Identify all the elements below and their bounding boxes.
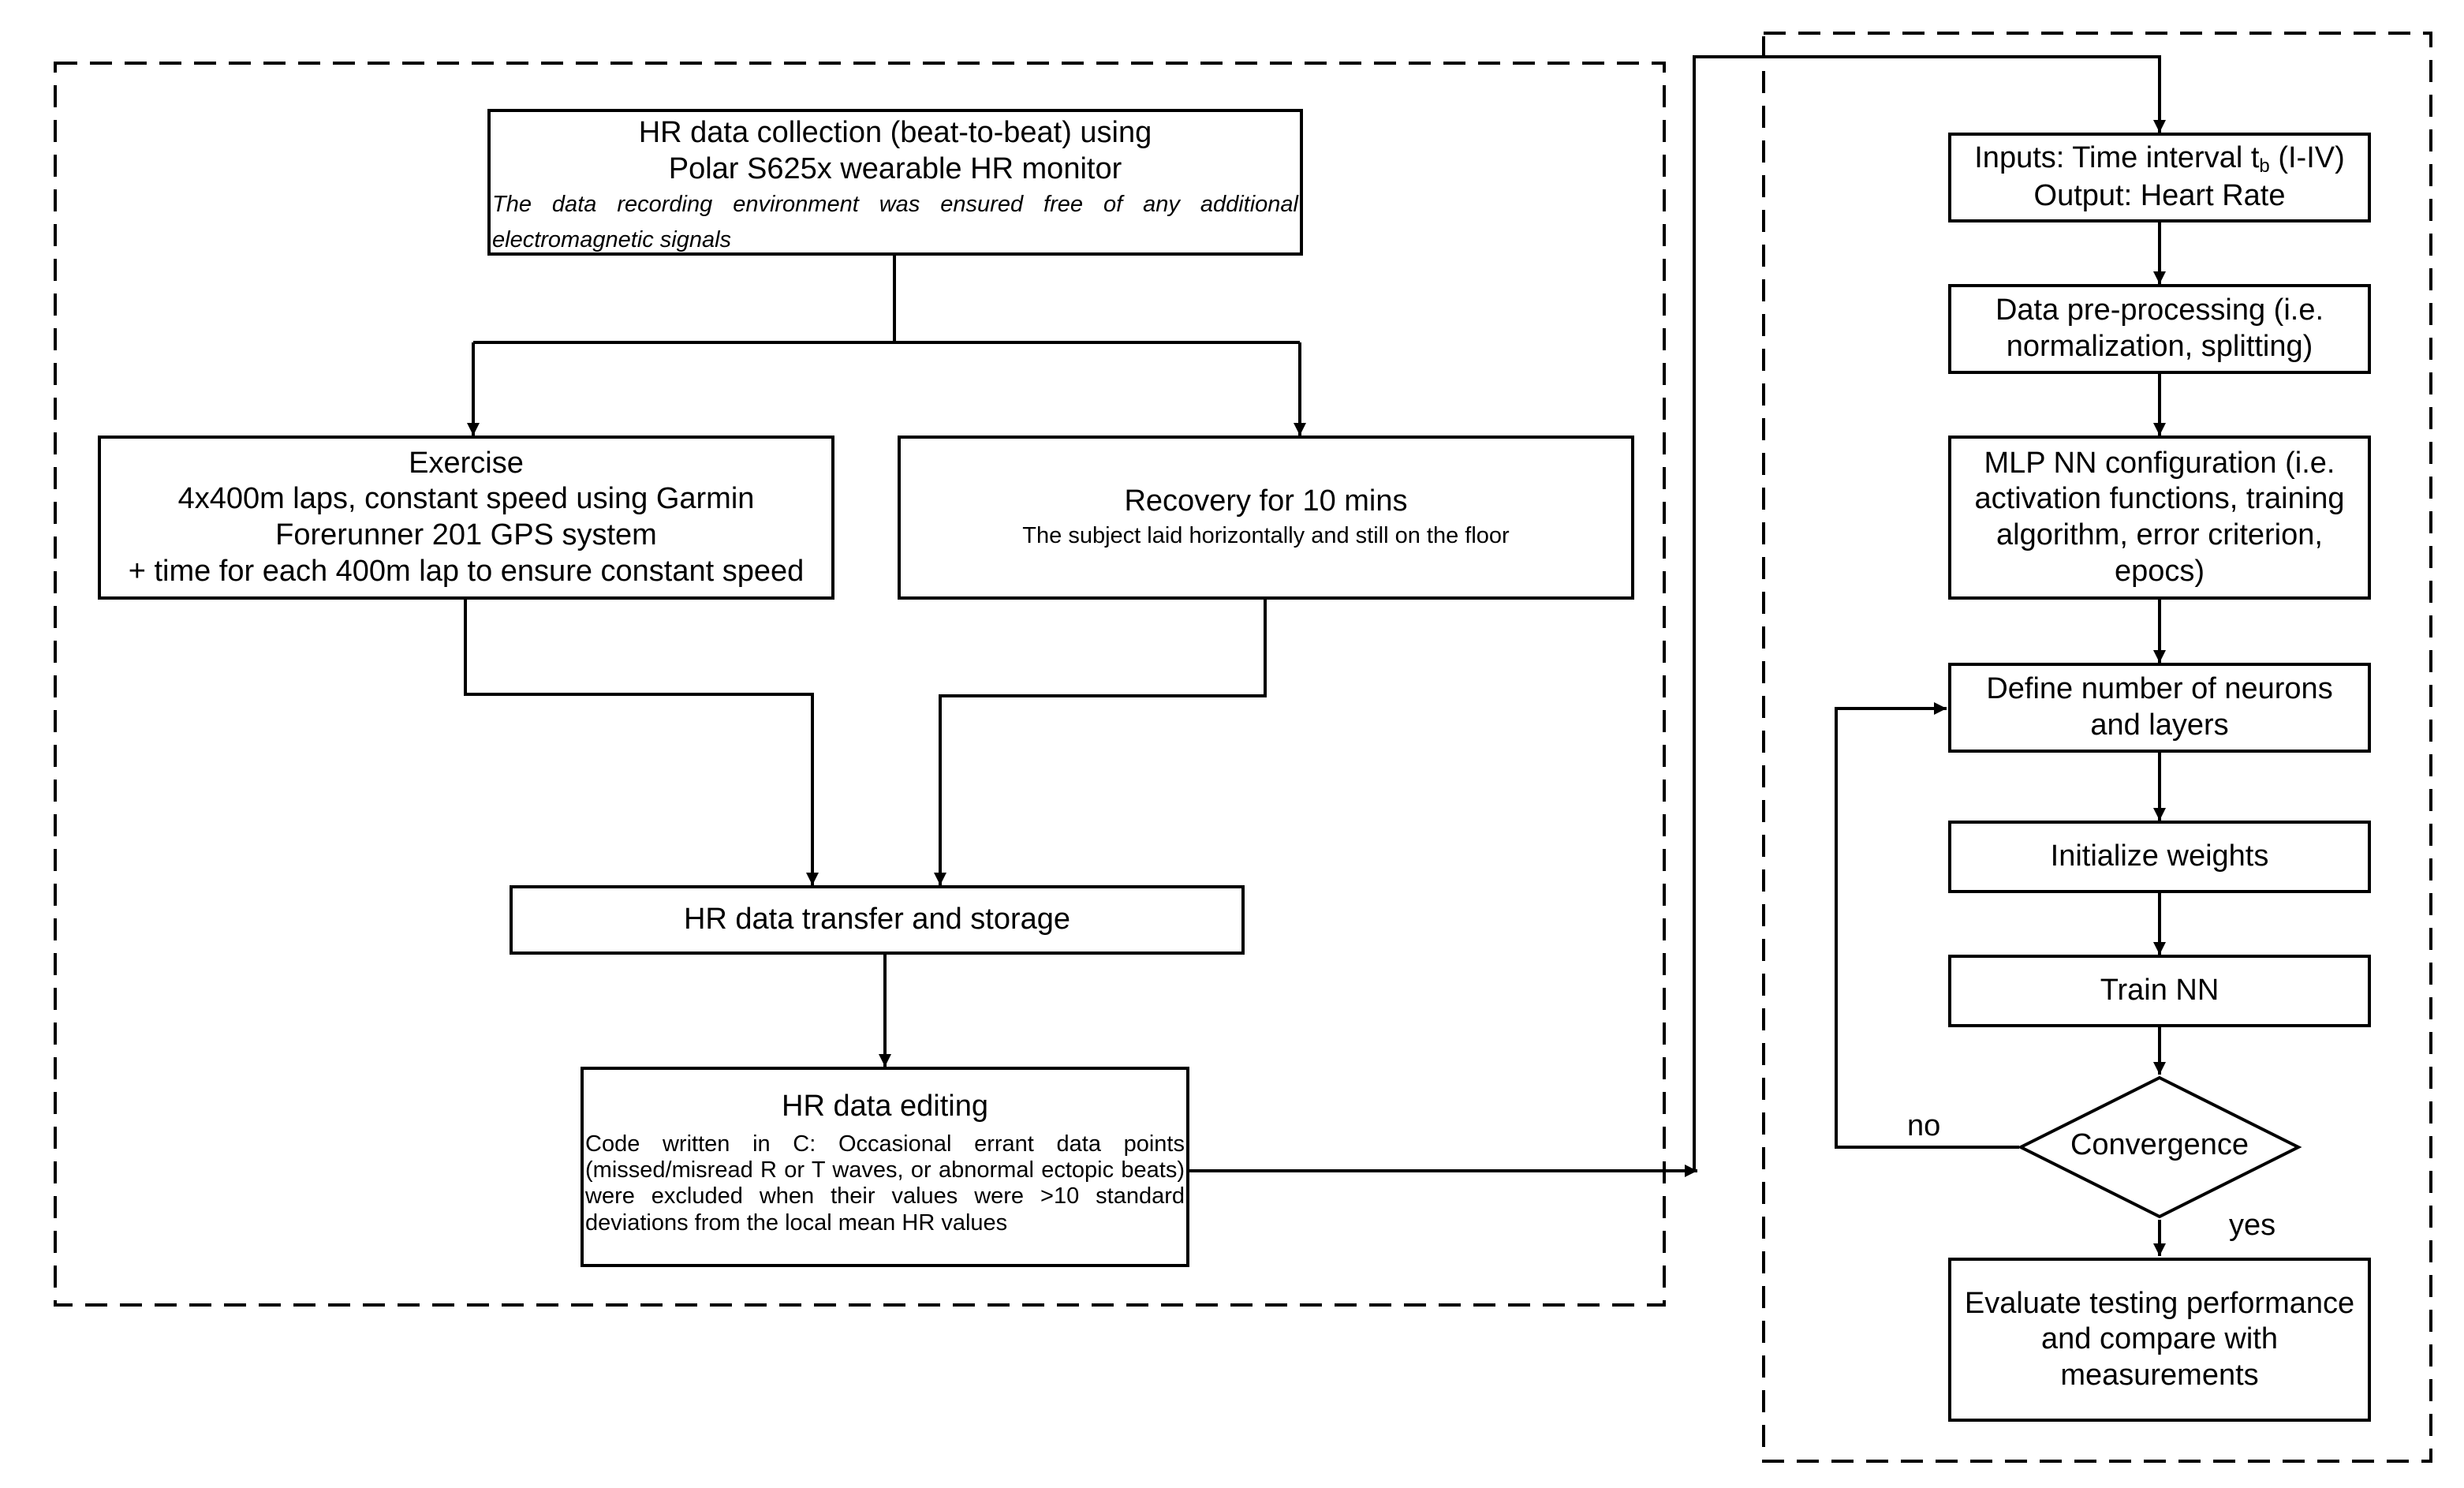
mlp-line1: MLP NN configuration (i.e. [1984, 446, 2335, 480]
neurons-line1: Define number of neurons [1986, 672, 2333, 706]
hr-collection-note: The data recording environment was ensur… [492, 192, 1298, 253]
output-line: Output: Heart Rate [2033, 179, 2286, 213]
hr-collection-line1: HR data collection (beat-to-beat) using [638, 116, 1152, 149]
mlp-line2: activation functions, training [1974, 482, 2345, 516]
evaluate-line3: measurements [2060, 1358, 2259, 1392]
arrow-no-loop-to-neurons [1835, 702, 2019, 1149]
hr-editing-title: HR data editing [782, 1090, 988, 1123]
arrow-recovery-to-transfer [934, 598, 1267, 885]
initialize-weights-label: Initialize weights [2050, 839, 2269, 873]
preprocessing-box: Data pre-processing (i.e. normalization,… [1948, 284, 2371, 374]
recovery-title: Recovery for 10 mins [1124, 484, 1408, 518]
neurons-line2: and layers [2090, 708, 2229, 742]
right-panel-frame [1762, 32, 2432, 1463]
exercise-box: Exercise 4x400m laps, constant speed usi… [98, 436, 834, 600]
hr-collection-line2: Polar S625x wearable HR monitor [668, 151, 1122, 185]
evaluate-box: Evaluate testing performance and compare… [1948, 1258, 2371, 1422]
inputs-prefix: Inputs: Time interval t [1974, 141, 2260, 175]
connector-collection-split [473, 252, 1300, 344]
train-nn-label: Train NN [2100, 974, 2219, 1008]
preprocessing-line1: Data pre-processing (i.e. [1995, 293, 2324, 327]
inputs-subscript: b [2259, 155, 2270, 178]
convergence-label: Convergence [2070, 1128, 2249, 1161]
exercise-line2: Forerunner 201 GPS system [275, 518, 657, 551]
yes-label: yes [2229, 1209, 2276, 1242]
train-nn-box: Train NN [1948, 955, 2371, 1027]
inputs-output-box: Inputs: Time interval tb (I-IV) Output: … [1948, 133, 2371, 222]
inputs-line: Inputs: Time interval tb (I-IV) [1974, 140, 2345, 178]
left-panel-frame [54, 62, 1666, 1307]
neurons-layers-box: Define number of neurons and layers [1948, 663, 2371, 753]
mlp-config-box: MLP NN configuration (i.e. activation fu… [1948, 436, 2371, 600]
recovery-note: The subject laid horizontally and still … [1022, 522, 1510, 548]
hr-collection-box: HR data collection (beat-to-beat) using … [487, 109, 1303, 256]
connector-right-panel-entry [1693, 55, 2166, 1171]
evaluate-line2: and compare with [2041, 1322, 2278, 1356]
recovery-box: Recovery for 10 mins The subject laid ho… [898, 436, 1634, 600]
hr-editing-note: Code written in C: Occasional errant dat… [585, 1131, 1185, 1236]
exercise-line1: 4x400m laps, constant speed using Garmin [177, 482, 755, 516]
inputs-suffix: (I-IV) [2269, 141, 2345, 175]
preprocessing-line2: normalization, splitting) [2006, 330, 2313, 363]
evaluate-line1: Evaluate testing performance [1964, 1286, 2355, 1320]
hr-transfer-box: HR data transfer and storage [510, 885, 1245, 955]
hr-transfer-label: HR data transfer and storage [683, 903, 1071, 937]
exercise-line3: + time for each 400m lap to ensure const… [128, 554, 805, 588]
exercise-title: Exercise [409, 446, 524, 480]
convergence-diamond [2017, 1075, 2302, 1219]
no-label: no [1907, 1109, 1941, 1142]
hr-editing-box: HR data editing Code written in C: Occas… [581, 1067, 1189, 1267]
initialize-weights-box: Initialize weights [1948, 821, 2371, 893]
mlp-line4: epocs) [2114, 554, 2205, 588]
mlp-line3: algorithm, error criterion, [1996, 518, 2323, 551]
arrow-exercise-to-transfer [464, 598, 819, 885]
